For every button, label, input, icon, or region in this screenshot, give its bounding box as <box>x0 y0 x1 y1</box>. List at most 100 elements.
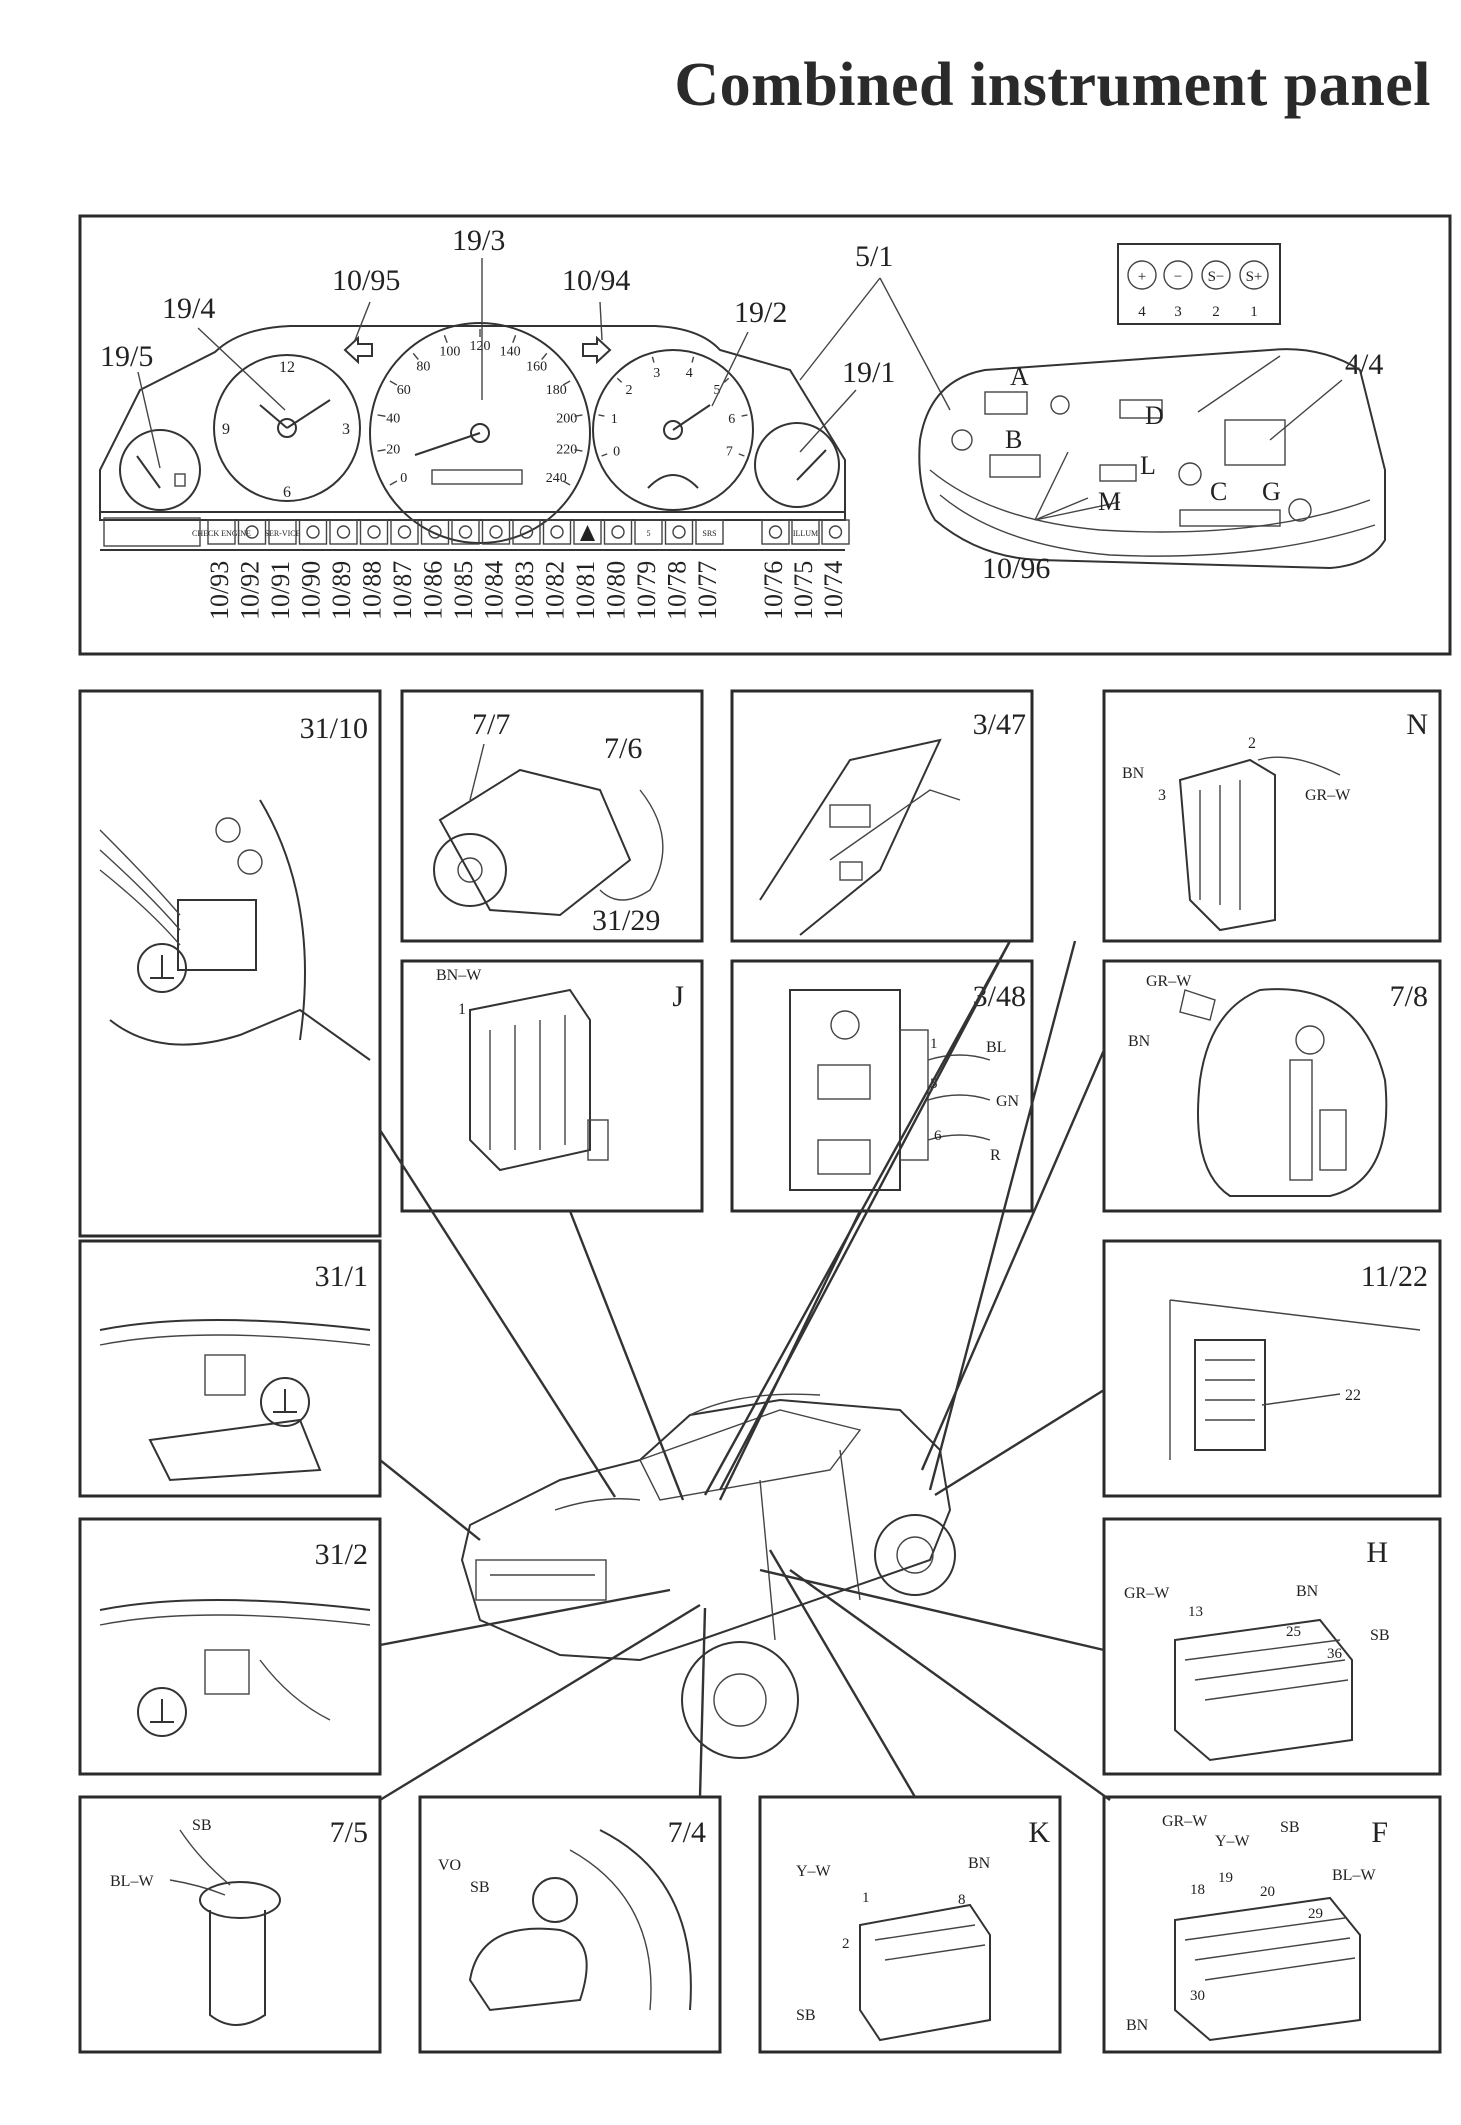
clock-number: 9 <box>222 421 230 438</box>
indicator-lamp-box <box>603 519 633 545</box>
ref-label: 19/2 <box>734 296 787 329</box>
speed-tick <box>562 380 571 386</box>
rear-connector-letter: M <box>1098 487 1121 516</box>
terminal-pin-icon <box>1163 260 1193 290</box>
ref-label: 19/3 <box>452 224 505 257</box>
terminal-symbol: + <box>1138 269 1146 285</box>
indicator-lamp-box <box>451 519 480 545</box>
detail-label: GN <box>996 1093 1020 1110</box>
speed-scale-number: 180 <box>546 383 567 398</box>
indicator-lamp-icon <box>550 525 564 539</box>
indicator-lamp-box <box>821 519 850 545</box>
speed-scale-number: 100 <box>439 344 460 359</box>
speed-tick <box>412 352 419 360</box>
detail-label: SB <box>470 1879 490 1896</box>
detail-label: 6 <box>934 1128 942 1144</box>
indicator-lamp-box <box>420 519 450 545</box>
detail-label: 36 <box>1327 1646 1343 1662</box>
cluster-rear-view <box>918 348 1386 570</box>
detail-N: N BN 3 2 GR–W <box>1102 689 1442 943</box>
speed-scale-number: 40 <box>386 412 400 427</box>
tacho-scale-number: 3 <box>653 366 660 381</box>
clock-number: 6 <box>283 484 291 501</box>
detail-label: 2 <box>1248 735 1256 752</box>
detail-31-1: 31/1 <box>78 1239 382 1498</box>
detail-label: 19 <box>1218 1870 1233 1886</box>
ref-label: 19/5 <box>100 340 153 373</box>
tacho-scale-number: 1 <box>611 412 618 427</box>
detail-31-10: 31/10 <box>78 689 382 1238</box>
rear-connector-letter: A <box>1010 362 1029 391</box>
rear-connector-letter: B <box>1005 425 1022 454</box>
indicator-lamp-box <box>573 519 602 545</box>
clock-number: 12 <box>279 359 295 376</box>
indicator-lamp-text: SRS <box>702 529 716 538</box>
indicator-lamp-icon <box>397 525 412 539</box>
rear-connector-letter: D <box>1145 401 1164 430</box>
indicator-ref: 10/92 <box>236 561 265 620</box>
clock-number: 3 <box>342 421 350 438</box>
detail-11-22: 11/22 22 <box>1102 1239 1442 1498</box>
detail-label: BL–W <box>1332 1867 1376 1884</box>
right-turn-arrow-icon <box>582 335 612 365</box>
tacho-tick <box>738 453 745 457</box>
tacho-scale-number: 4 <box>686 366 693 381</box>
detail-label: 25 <box>1286 1624 1301 1640</box>
detail-ref: J <box>672 980 684 1013</box>
detail-7-4: 7/4 VO SB <box>418 1795 722 2054</box>
tacho-tick <box>691 356 695 363</box>
detail-ref: 11/22 <box>1361 1260 1428 1293</box>
terminal-connector-box: +4−3S−2S+1 <box>1117 243 1281 325</box>
indicator-lamp-icon <box>367 525 381 539</box>
indicator-lamp-text: CHECK ENGINE <box>192 529 251 538</box>
terminal-number: 1 <box>1250 304 1258 320</box>
detail-K: K Y–W 1 BN 8 2 SB <box>758 1795 1062 2054</box>
speed-tick <box>541 352 548 360</box>
speed-scale-number: 120 <box>470 339 491 354</box>
detail-label: BL <box>986 1039 1006 1056</box>
speed-scale-number: 60 <box>397 383 411 398</box>
detail-label: GR–W <box>1146 973 1192 990</box>
ref-label: 5/1 <box>855 240 893 273</box>
terminal-pin-icon <box>1127 260 1157 290</box>
detail-label: SB <box>796 2007 816 2024</box>
indicator-lamp-icon <box>611 525 625 539</box>
indicator-lamp-box <box>791 519 820 545</box>
ref-label: 19/4 <box>162 292 215 325</box>
detail-label: 8 <box>958 1892 966 1908</box>
indicator-ref: 10/79 <box>632 561 661 620</box>
indicator-ref: 10/83 <box>510 561 539 620</box>
detail-ref: 31/1 <box>315 1260 368 1293</box>
rear-connector-letter: C <box>1210 477 1227 506</box>
speed-scale-number: 220 <box>556 442 577 457</box>
speed-tick <box>377 449 386 452</box>
detail-H: H GR–W 13 BN 25 36 SB <box>1102 1517 1442 1776</box>
detail-label: BN <box>1126 2017 1149 2034</box>
detail-7-7: 7/7 7/6 31/29 <box>400 689 704 943</box>
indicator-lamp-box <box>390 519 419 545</box>
speed-tick <box>377 414 386 417</box>
indicator-lamp-icon <box>672 525 686 539</box>
detail-label: 1 <box>458 1001 466 1018</box>
indicator-lamp-box <box>542 519 572 545</box>
detail-leader-lines <box>378 940 1111 1802</box>
tacho-scale-number: 7 <box>726 445 733 460</box>
terminal-number: 4 <box>1138 304 1146 320</box>
speed-scale-number: 0 <box>400 471 407 486</box>
speed-tick <box>512 335 517 344</box>
indicator-lamp-box <box>237 519 267 545</box>
tacho-tick <box>598 414 605 417</box>
speed-tick <box>574 449 583 452</box>
ref-label: 10/94 <box>562 264 630 297</box>
detail-ref: 3/47 <box>973 708 1026 741</box>
detail-label: 7/6 <box>604 732 642 765</box>
warning-triangle-icon <box>580 525 595 541</box>
terminal-symbol: − <box>1174 269 1182 285</box>
terminal-number: 2 <box>1212 304 1220 320</box>
indicator-ref: 10/78 <box>663 561 692 620</box>
detail-label: BN–W <box>436 967 482 984</box>
indicator-lamp-box <box>695 519 724 545</box>
